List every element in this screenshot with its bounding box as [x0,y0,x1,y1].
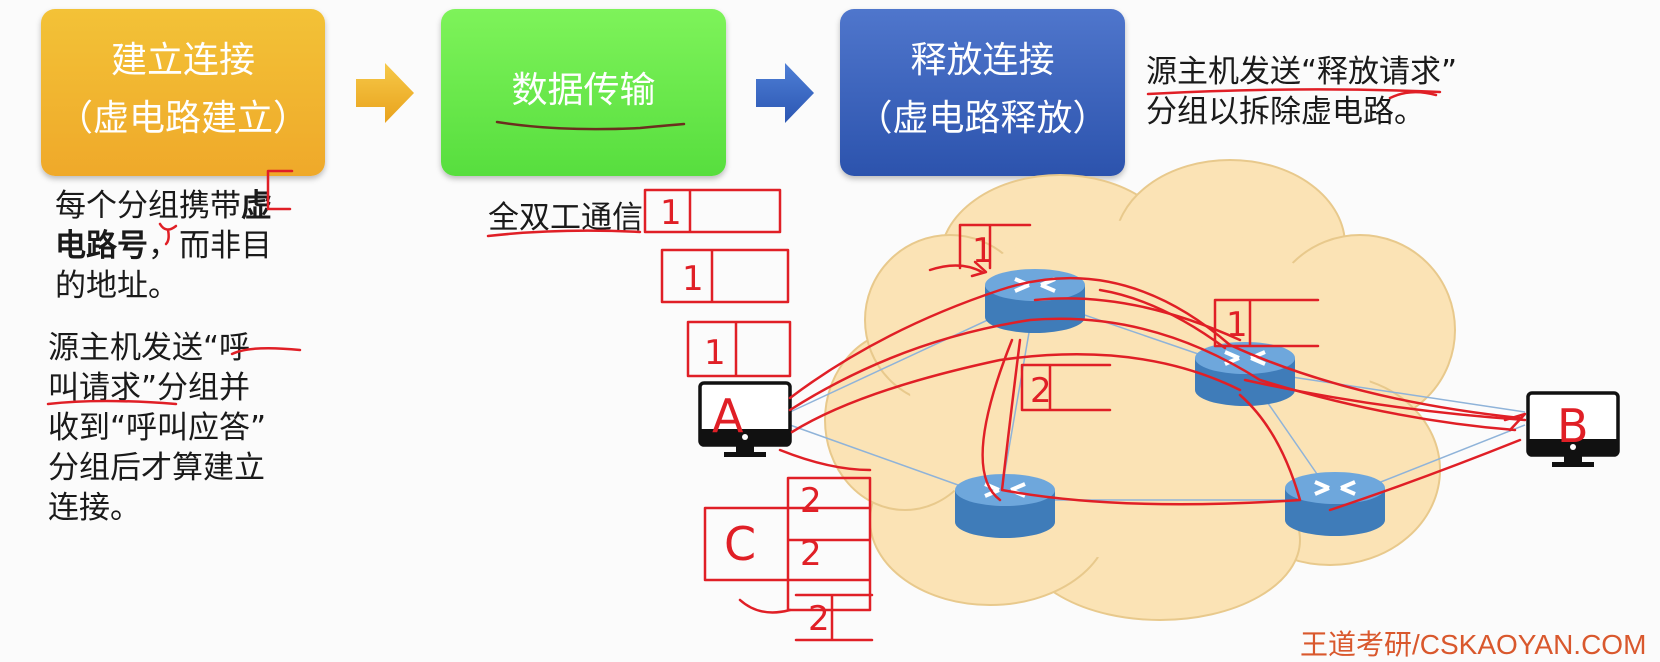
packet-label: 1 [704,333,726,373]
packet-label: 1 [682,259,704,299]
packet-label: 1 [972,231,994,271]
packet-label: 2 [1030,371,1052,411]
packet-label: 2 [808,599,830,639]
packet-label: 2 [800,534,822,574]
arrow-right-icon [356,63,414,123]
host-a-label: A [712,389,744,443]
router-icon [955,474,1055,538]
packet-label: 1 [660,193,682,233]
host-c-label: C [724,517,756,571]
arrow-right-icon [756,63,814,123]
packet-label: 1 [1226,305,1248,345]
host-b-label: B [1557,399,1589,453]
router-icon [1285,472,1385,536]
network-diagram: A B C [0,0,1660,645]
packet-label: 2 [800,481,822,521]
